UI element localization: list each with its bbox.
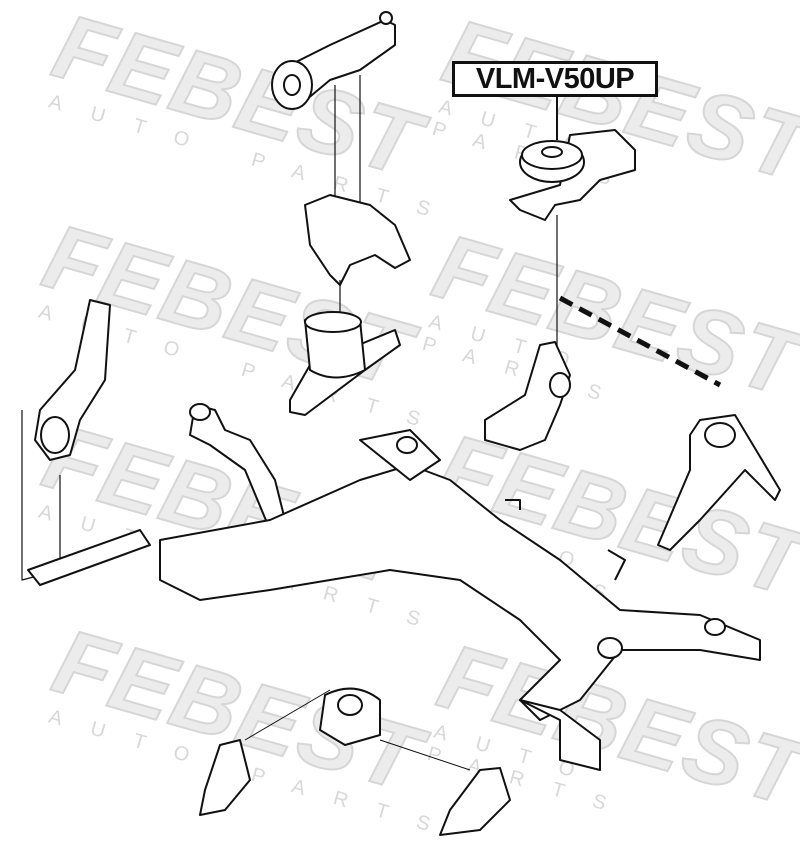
subframe <box>159 403 761 771</box>
dashed-leader-line <box>558 295 722 388</box>
part-number-label: VLM-V50UP <box>452 61 658 97</box>
engine-mount-bracket <box>304 194 411 320</box>
torque-rod <box>21 299 151 586</box>
transmission-mount <box>657 414 781 551</box>
vlm-v50up-mount <box>509 97 636 360</box>
side-mount-bracket <box>484 341 571 451</box>
upper-engine-mount <box>271 11 396 205</box>
lower-engine-mount <box>289 311 401 416</box>
rear-mount <box>199 687 511 836</box>
